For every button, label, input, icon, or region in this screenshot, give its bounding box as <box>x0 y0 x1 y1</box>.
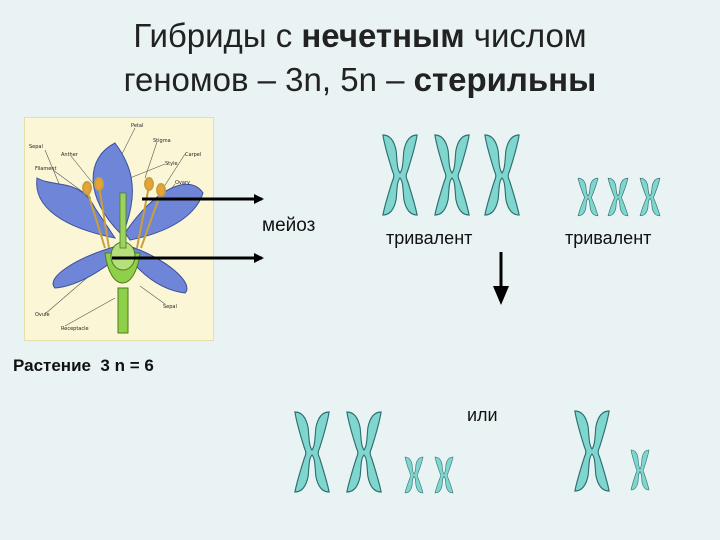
title-text: Гибриды с <box>133 17 302 54</box>
stem <box>117 287 129 334</box>
chromosome-small <box>404 456 424 494</box>
flower-label: Carpel <box>185 152 201 158</box>
chromosome-large <box>346 411 382 493</box>
flower-label: Ovule <box>35 312 50 318</box>
flower-illustration: Petal Stigma Sepal Anther Carpel Style F… <box>29 123 204 334</box>
chromosome-large <box>434 134 470 216</box>
flower-label: Stigma <box>153 138 171 144</box>
chromosome-small <box>577 177 599 217</box>
flower-label: Ovary <box>175 180 190 186</box>
chromosome-large <box>294 411 330 493</box>
title-bold-text: стерильны <box>413 61 597 98</box>
title-text: числом <box>464 17 587 54</box>
meiosis-label: мейоз <box>262 215 316 236</box>
flower-label: Anther <box>61 152 79 158</box>
chromosome-small <box>639 177 661 217</box>
flower-label: Filament <box>35 166 56 172</box>
chromosome-large <box>484 134 520 216</box>
title-line-2: геномов – 3n, 5n – стерильны <box>0 58 720 102</box>
chromosome-large <box>382 134 418 216</box>
title-line-1: Гибриды с нечетным числом <box>0 14 720 58</box>
chromosome-large <box>574 410 610 492</box>
flower-label: Style <box>165 161 178 167</box>
title-bold-text: нечетным <box>301 17 465 54</box>
flower-diagram: Petal Stigma Sepal Anther Carpel Style F… <box>24 117 214 341</box>
chromosome-small <box>607 177 629 217</box>
flower-label: Sepal <box>29 144 43 150</box>
trivalent-label: тривалент <box>386 228 473 248</box>
title-text: геномов – 3n, 5n – <box>123 61 414 98</box>
plant-label: Растение 3 n = 6 <box>13 356 154 375</box>
arrow-down <box>493 252 509 305</box>
chromosome-small <box>630 449 650 491</box>
slide-title: Гибриды с нечетным числом геномов – 3n, … <box>0 14 720 102</box>
flower-label: Petal <box>131 123 143 129</box>
or-label: или <box>467 405 498 425</box>
trivalent-label: тривалент <box>565 228 652 248</box>
flower-label: Receptacle <box>61 326 89 332</box>
flower-label: Sepal <box>163 304 177 310</box>
chromosome-small <box>434 456 454 494</box>
